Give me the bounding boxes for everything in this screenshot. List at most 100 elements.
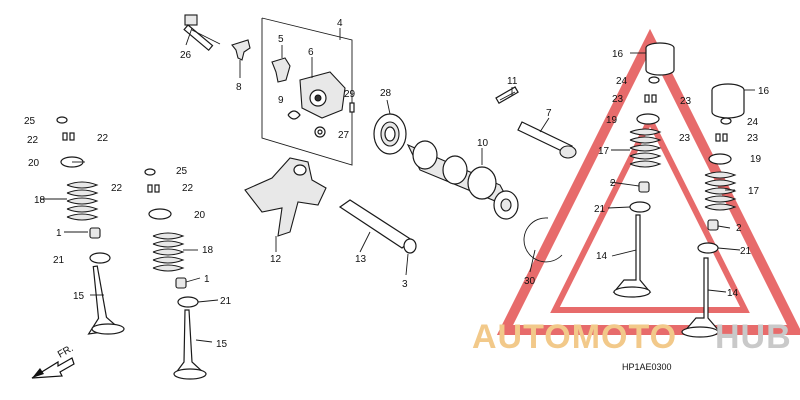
label-1b: 1	[204, 274, 210, 285]
label-2b: 2	[736, 223, 742, 234]
label-17a: 17	[598, 146, 610, 157]
label-23c: 23	[679, 133, 691, 144]
label-9: 9	[278, 95, 284, 106]
cotters-23b	[715, 133, 728, 142]
label-26: 26	[180, 50, 192, 61]
rocker-holder-6	[299, 71, 346, 119]
label-22d: 22	[182, 183, 194, 194]
label-4: 4	[337, 18, 343, 29]
retainer-19b	[708, 153, 732, 165]
label-22c: 22	[111, 183, 123, 194]
label-20a: 20	[28, 158, 40, 169]
label-14b: 14	[727, 288, 739, 299]
pipe-13	[338, 199, 414, 249]
label-2a: 2	[610, 178, 616, 189]
watermark-text-part2: HUB	[715, 318, 792, 356]
label-6: 6	[308, 47, 314, 58]
label-19b: 19	[750, 154, 762, 165]
valve-14a	[612, 214, 652, 298]
front-arrow-icon	[31, 357, 75, 379]
label-10: 10	[477, 138, 489, 149]
label-19a: 19	[606, 115, 618, 126]
seal-1b	[175, 277, 187, 289]
valve-15a	[87, 265, 125, 335]
seal-2b	[707, 219, 719, 231]
label-27: 27	[338, 130, 350, 141]
seat-21c	[89, 252, 111, 264]
seat-21d	[177, 296, 199, 308]
label-12: 12	[270, 254, 282, 265]
label-22b: 22	[97, 133, 109, 144]
label-14a: 14	[596, 251, 608, 262]
label-18a: 18	[34, 195, 46, 206]
shim-25a	[56, 116, 68, 124]
rocker-5	[271, 57, 291, 83]
snap-ring-30	[523, 217, 563, 263]
label-28: 28	[380, 88, 392, 99]
bolt-26	[183, 14, 221, 52]
label-21c: 21	[53, 255, 65, 266]
valve-14b	[681, 257, 722, 338]
watermark-text-part1: AUTOMOTO	[472, 318, 677, 356]
cotters-22b	[147, 184, 160, 193]
label-20b: 20	[194, 210, 206, 221]
label-17b: 17	[748, 186, 760, 197]
seat-21a	[629, 201, 651, 213]
seal-2a	[638, 181, 650, 193]
label-29: 29	[344, 89, 356, 100]
pin-29	[349, 102, 355, 113]
label-21d: 21	[220, 296, 232, 307]
shaft-7	[517, 121, 577, 159]
label-3: 3	[402, 279, 408, 290]
seat-21b	[697, 242, 719, 254]
bolt-11	[495, 86, 519, 105]
watermark-triangle	[496, 28, 800, 335]
retainer-20b	[148, 208, 172, 220]
tappet-16a	[645, 42, 675, 76]
ring-3	[403, 238, 417, 254]
label-7: 7	[546, 108, 552, 119]
diagram-code: HP1AE0300	[622, 362, 672, 372]
cotters-23a	[644, 94, 657, 103]
label-24a: 24	[616, 76, 628, 87]
label-16b: 16	[758, 86, 770, 97]
label-23b: 23	[680, 96, 692, 107]
spring-18b	[152, 232, 185, 272]
fork-12	[244, 157, 327, 237]
label-21b: 21	[740, 246, 752, 257]
clip-9	[287, 110, 301, 120]
label-8: 8	[236, 82, 242, 93]
spring-17b	[704, 171, 737, 211]
label-13: 13	[355, 254, 367, 265]
assembly-4-outline	[261, 17, 353, 166]
label-23a: 23	[612, 94, 624, 105]
shim-24b	[720, 117, 732, 125]
label-15b: 15	[216, 339, 228, 350]
label-23d: 23	[747, 133, 759, 144]
cotters-22a	[62, 132, 75, 141]
spring-18a	[66, 181, 99, 221]
label-16a: 16	[612, 49, 624, 60]
spring-17a	[629, 128, 662, 168]
tappet-16b	[711, 83, 745, 119]
label-30: 30	[524, 276, 536, 287]
label-11: 11	[507, 76, 518, 87]
label-24b: 24	[747, 117, 759, 128]
bracket-8	[231, 39, 251, 61]
label-1a: 1	[56, 228, 62, 239]
shim-24a	[648, 76, 660, 84]
label-15a: 15	[73, 291, 85, 302]
bearing-28	[373, 113, 407, 155]
label-22a: 22	[27, 135, 39, 146]
label-18b: 18	[202, 245, 214, 256]
valve-15b	[173, 309, 207, 380]
camshaft-10	[406, 140, 519, 220]
seal-1a	[89, 227, 101, 239]
label-25b: 25	[176, 166, 188, 177]
label-21a: 21	[594, 204, 606, 215]
label-25a: 25	[24, 116, 36, 127]
label-5: 5	[278, 34, 284, 45]
shim-25b	[144, 168, 156, 176]
